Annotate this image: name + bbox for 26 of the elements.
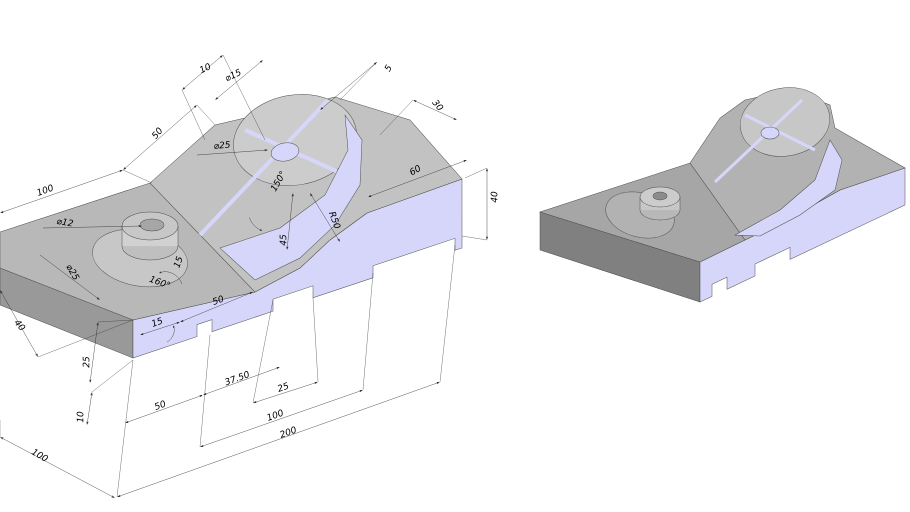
dimension-label: 100 — [37, 184, 53, 196]
dimension-label: 30 — [432, 100, 444, 110]
dimension-label: 100 — [31, 448, 48, 461]
dimension-label: ⌀15 — [226, 68, 240, 82]
dimension-label: 40 — [490, 192, 498, 203]
dimension-label: 5 — [384, 64, 391, 72]
dimension-label: 60 — [410, 165, 420, 175]
dimension-label: ⌀25 — [214, 141, 230, 150]
dimension-label: 15 — [174, 256, 182, 268]
dimension-label: ⌀25 — [66, 265, 80, 280]
dimension-label: 25 — [82, 356, 90, 368]
dimension-label: 50 — [155, 400, 165, 410]
dimension-label: R50 — [328, 212, 341, 228]
dimension-label: 160° — [149, 276, 170, 286]
dimension-label: 10 — [76, 412, 84, 422]
dimension-label: 15 — [152, 317, 162, 327]
dimension-label: 45 — [280, 234, 286, 246]
dimension-label: 37.50 — [225, 371, 249, 386]
dimension-label: 25 — [278, 382, 288, 392]
dimension-label: 100 — [267, 410, 283, 421]
dimension-label: 10 — [200, 63, 210, 74]
dimension-label: ⌀12 — [56, 218, 74, 226]
dimension-label: 40 — [15, 321, 26, 330]
dimension-label: 50 — [152, 128, 162, 140]
dimension-label: 200 — [280, 426, 296, 438]
dimension-label: 50 — [213, 296, 223, 305]
